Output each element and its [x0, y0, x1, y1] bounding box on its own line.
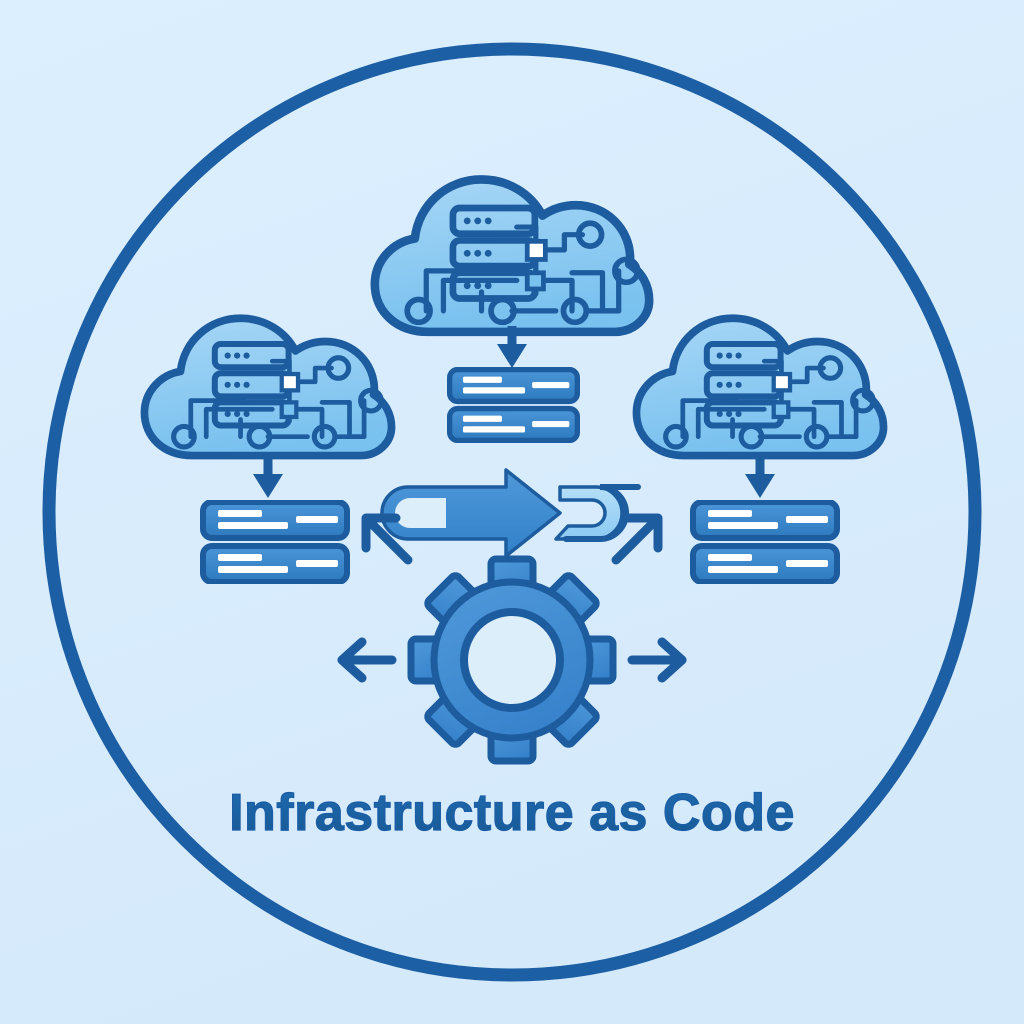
gear-icon: [407, 555, 617, 765]
outer-ring: [42, 42, 982, 982]
arrow-down-icon: [253, 452, 283, 498]
branch-top: [375, 179, 649, 440]
arrow-diagonal-icon: [361, 513, 413, 565]
arrow-down-icon: [497, 326, 527, 368]
arrow-left-icon: [337, 637, 397, 683]
arrow-loop-icon: [380, 468, 641, 558]
branch-left: [144, 318, 391, 582]
arrow-down-icon: [745, 452, 775, 498]
branch-right: [636, 318, 883, 582]
page-title: Infrastructure as Code: [229, 784, 795, 842]
arrow-right-icon: [627, 637, 687, 683]
arrow-diagonal-icon: [611, 513, 663, 565]
gear-radial-arrows: [337, 513, 687, 683]
